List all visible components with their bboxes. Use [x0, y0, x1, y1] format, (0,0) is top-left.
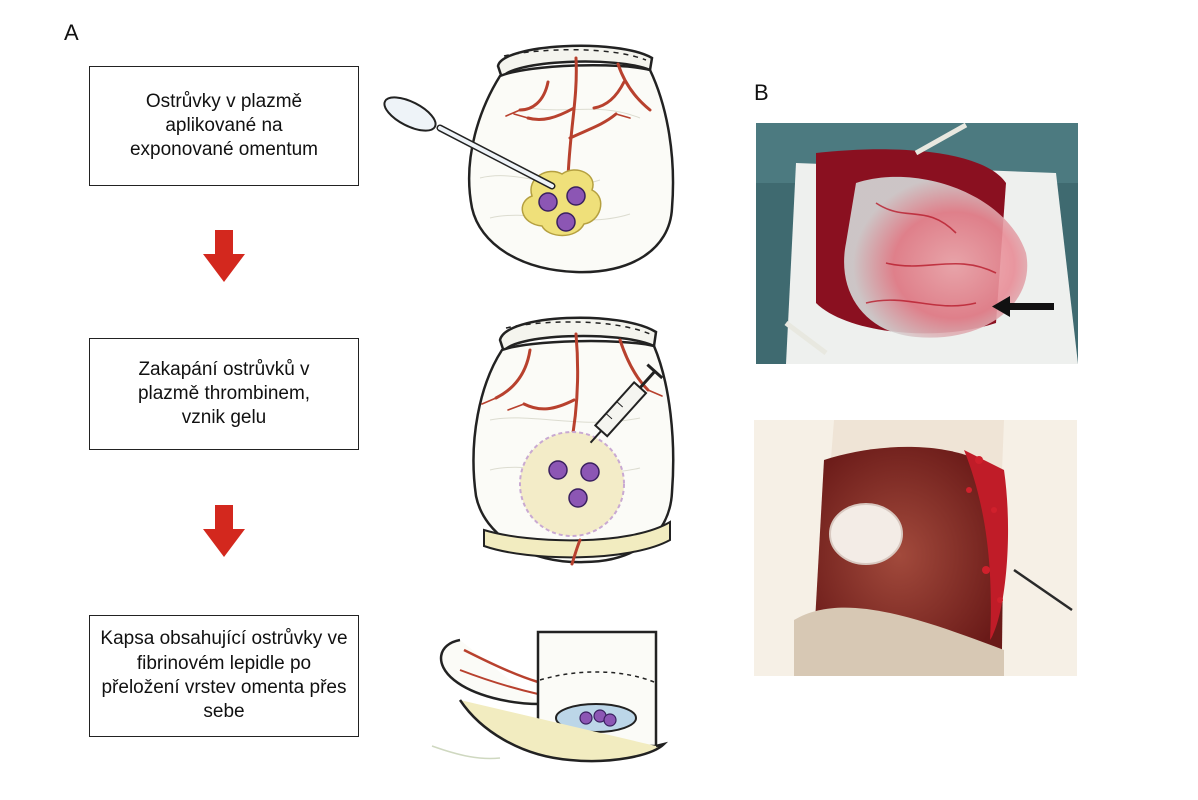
step-box-1: Ostrůvky v plazmě aplikované na exponova…: [89, 66, 359, 186]
step-box-3: Kapsa obsahující ostrůvky ve fibrinovém …: [89, 615, 359, 737]
down-arrow-icon: [203, 505, 245, 557]
omentum-illustration-1: [383, 44, 675, 274]
omentum-pouch-illustration: [431, 630, 669, 763]
left-arrow-icon: [992, 296, 1054, 317]
step-text-1: Ostrůvky v plazmě aplikované na exponova…: [129, 90, 318, 161]
step-text-2: Zakapání ostrůvků v plazmě thrombinem, v…: [137, 358, 311, 429]
syringe-icon: [589, 363, 664, 444]
arrow-shape-2: [203, 505, 245, 557]
surgical-photo-2: [754, 420, 1077, 676]
panel-label-a: A: [64, 20, 79, 45]
down-arrow-icon: [203, 230, 245, 282]
arrow-shape-1: [203, 230, 245, 282]
step-text-3: Kapsa obsahující ostrůvky ve fibrinovém …: [100, 628, 348, 723]
omentum-illustration-2: [472, 316, 675, 566]
step-box-2: Zakapání ostrůvků v plazmě thrombinem, v…: [89, 338, 359, 450]
cotton-swab-icon: [383, 96, 556, 190]
surgical-photo-1: [756, 123, 1078, 364]
panel-label-b: B: [754, 80, 769, 105]
